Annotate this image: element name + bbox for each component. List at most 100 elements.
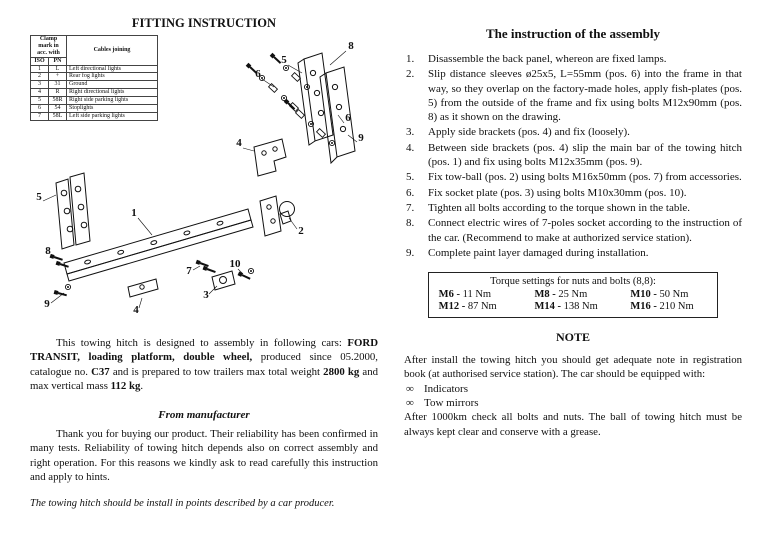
- step-number: 2.: [406, 68, 415, 81]
- bullet-text: Indicators: [424, 382, 468, 395]
- assembly-step: 4. Between side brackets (pos. 4) slip th…: [404, 141, 742, 170]
- step-number: 6.: [406, 186, 415, 199]
- step-text: Complete paint layer damaged during inst…: [428, 246, 649, 259]
- callout-label: 3: [203, 289, 209, 301]
- torque-table-title: Torque settings for nuts and bolts (8,8)…: [490, 276, 656, 288]
- manufacturer-paragraph: Thank you for buying our product. Their …: [30, 428, 378, 483]
- cables-header: Cables joining: [66, 35, 158, 66]
- text-run-bold: 112 kg: [110, 379, 141, 392]
- callout-label: 1: [131, 207, 137, 219]
- callout-label: 4: [133, 304, 139, 316]
- torque-entry: M6 - 11 Nm: [438, 289, 492, 301]
- bullet-marker: ∞: [406, 396, 414, 409]
- main-bar: [63, 208, 254, 282]
- step-text: Tighten all bolts according to the torqu…: [428, 201, 691, 214]
- clamp-row: 2+Rear fog lights: [30, 72, 158, 82]
- step-text: Apply side brackets (pos. 4) and fix (lo…: [428, 126, 630, 139]
- text-run: produced since 05.2000, catalogue no.: [30, 351, 378, 378]
- assembly-step: 3. Apply side brackets (pos. 4) and fix (…: [404, 125, 742, 139]
- assembly-step: 7. Tighten all bolts according to the tor…: [404, 201, 742, 215]
- torque-entry: M8 - 25 Nm: [534, 289, 588, 301]
- text-run: and max vertical mass: [30, 365, 379, 392]
- step-text: Fix tow-ball (pos. 2) using bolts M16x50…: [428, 171, 742, 184]
- bullet-marker: ∞: [406, 382, 414, 395]
- step-number: 5.: [406, 171, 415, 184]
- towing-hitch-diagram: 8 5 6 6 9 4 5 1 2 8 7 10 3 9 4: [36, 40, 364, 316]
- step-text: Between side brackets (pos. 4) slip the …: [428, 141, 742, 169]
- install-points-note: The towing hitch should be install in po…: [30, 498, 335, 509]
- callout-labels: 8 5 6 6 9 4 5 1 2 8 7 10 3 9 4: [36, 40, 364, 316]
- callout-label: 9: [358, 132, 364, 144]
- step-text: Slip distance sleeves ø25x5, L=55mm (pos…: [428, 68, 742, 124]
- callout-label: 5: [281, 54, 287, 66]
- step-text: Connect electric wires of 7-poles socket…: [428, 217, 742, 244]
- text-run-bold: FORD TRANSIT, loading platform, double w…: [30, 337, 378, 364]
- step-number: 4.: [406, 141, 415, 154]
- assembly-step: 9. Complete paint layer damaged during in…: [404, 246, 742, 260]
- assembly-step: 8. Connect electric wires of 7-poles sock…: [404, 216, 742, 245]
- step-number: 3.: [406, 126, 415, 139]
- equipment-bullet: ∞ Tow mirrors: [404, 396, 742, 410]
- step-number: 9.: [406, 246, 415, 259]
- callout-label: 6: [345, 112, 351, 124]
- equipment-bullet: ∞ Indicators: [404, 382, 742, 396]
- note-heading: NOTE: [555, 330, 590, 345]
- torque-entry: M12 - 87 Nm: [438, 301, 497, 313]
- callout-label: 6: [255, 68, 261, 80]
- assembly-step: 6. Fix socket plate (pos. 3) using bolts …: [404, 186, 742, 200]
- fish-plates: [55, 172, 91, 250]
- lower-bracket: [127, 278, 159, 298]
- step-number: 8.: [406, 217, 415, 230]
- assembly-instruction-title: The instruction of the assembly: [485, 26, 661, 41]
- note-outro-paragraph: After 1000km check all bolts and nuts. T…: [404, 411, 742, 438]
- text-run: and is prepared to tow trailers max tota…: [109, 365, 324, 378]
- callout-label: 2: [298, 225, 304, 237]
- side-bracket: [253, 138, 287, 177]
- leader-lines: [42, 50, 358, 309]
- bullet-text: Tow mirrors: [424, 396, 479, 409]
- socket-plate: [211, 270, 236, 291]
- callout-label: 9: [44, 298, 50, 310]
- clamp-table: Clamp mark in acc. with Cables joining I…: [30, 35, 158, 121]
- text-run-bold: C37: [91, 365, 110, 378]
- callout-label: 5: [36, 191, 42, 203]
- text-run-bold: 2800 kg: [323, 365, 360, 378]
- pn-header: PN: [48, 56, 67, 66]
- from-manufacturer-heading: From manufacturer: [158, 409, 250, 421]
- side-bracket-plates: [297, 52, 356, 165]
- car-compatibility-paragraph: This towing hitch is designed to assembl…: [30, 336, 378, 393]
- left-column: FITTING INSTRUCTION Clamp mark in acc. w…: [30, 16, 378, 533]
- assembly-steps: 1. Disassemble the back panel, whereon ar…: [404, 52, 742, 260]
- assembly-step: 5. Fix tow-ball (pos. 2) using bolts M16x…: [404, 170, 742, 184]
- callout-label: 7: [186, 265, 192, 277]
- note-intro-paragraph: After install the towing hitch you shoul…: [404, 354, 742, 381]
- torque-settings-table: Torque settings for nuts and bolts (8,8)…: [427, 272, 719, 319]
- step-text: Disassemble the back panel, whereon are …: [428, 53, 667, 65]
- iso-header: ISO: [30, 56, 49, 66]
- torque-entry: M10 - 50 Nm: [630, 289, 689, 301]
- fitting-instruction-title: FITTING INSTRUCTION: [131, 16, 277, 30]
- right-column: The instruction of the assembly 1. Disass…: [404, 16, 742, 533]
- torque-entry: M14 - 138 Nm: [534, 301, 598, 313]
- text-run: .: [140, 379, 144, 392]
- callout-label: 8: [45, 245, 51, 257]
- text-run: This towing hitch is designed to assembl…: [56, 337, 348, 349]
- assembly-drawing: Clamp mark in acc. with Cables joining I…: [30, 35, 378, 330]
- clamp-header: Clamp mark in acc. with: [30, 35, 67, 58]
- tow-ball: [259, 195, 295, 237]
- callout-label: 10: [230, 258, 242, 270]
- torque-entry: M16 - 210 Nm: [630, 301, 694, 313]
- callout-label: 4: [236, 137, 242, 149]
- step-number: 7.: [406, 201, 415, 214]
- callout-label: 8: [348, 40, 354, 52]
- assembly-step: 2. Slip distance sleeves ø25x5, L=55mm (p…: [404, 67, 742, 124]
- step-number: 1.: [406, 53, 415, 65]
- step-text: Fix socket plate (pos. 3) using bolts M1…: [428, 186, 687, 199]
